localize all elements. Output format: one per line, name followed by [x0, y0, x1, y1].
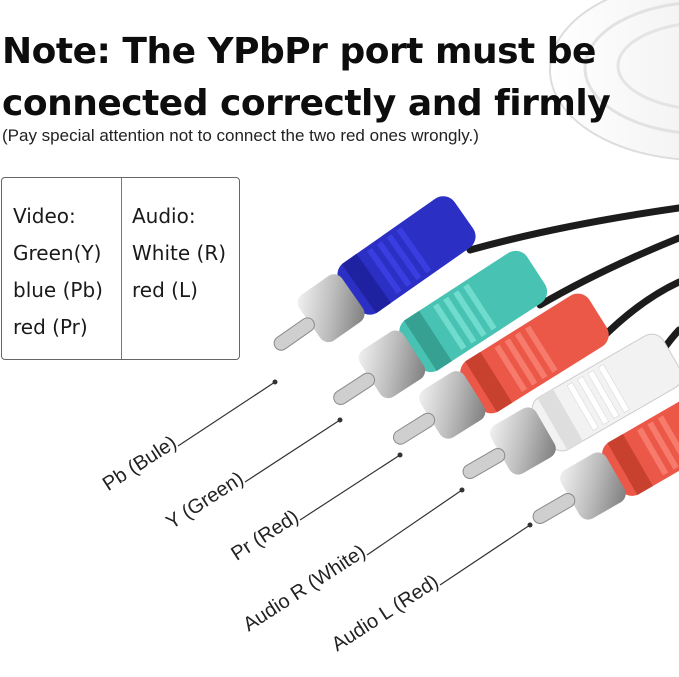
color-legend-box: Video: Green(Y) blue (Pb) red (Pr) Audio… — [1, 177, 240, 360]
callout-line-pr — [299, 454, 401, 521]
green-y-plug — [333, 250, 548, 406]
callout-lines — [177, 381, 531, 586]
callout-dots — [272, 379, 533, 528]
legend-audio-l: red (L) — [132, 278, 198, 302]
red-pr-plug — [392, 293, 609, 445]
callout-line-audio-r — [366, 489, 463, 556]
callout-label-y: Y (Green) — [162, 468, 247, 534]
white-audio-r-plug — [462, 333, 679, 479]
blue-pb-plug — [273, 196, 476, 351]
headline-line-2: connected correctly and firmly — [2, 83, 611, 124]
legend-video-pb: blue (Pb) — [13, 278, 103, 302]
headline-line-1: Note: The YPbPr port must be — [2, 31, 596, 72]
headline: Note: The YPbPr port must be connected c… — [2, 26, 677, 130]
callout-label-audio-l: Audio L (Red) — [328, 571, 443, 656]
callout-line-audio-l — [439, 524, 531, 586]
legend-video-column: Video: Green(Y) blue (Pb) red (Pr) — [13, 198, 103, 346]
callout-label-audio-r: Audio R (White) — [239, 541, 369, 636]
callout-line-y — [244, 419, 341, 483]
callout-line-pb — [177, 381, 276, 447]
legend-video-y: Green(Y) — [13, 241, 102, 265]
legend-video-heading: Video: — [13, 204, 76, 228]
legend-audio-r: White (R) — [132, 241, 227, 265]
legend-audio-column: Audio: White (R) red (L) — [132, 198, 226, 309]
red-audio-l-plug — [532, 379, 679, 524]
callout-label-pr: Pr (Red) — [227, 506, 302, 566]
legend-audio-heading: Audio: — [132, 204, 196, 228]
callout-label-pb: Pb (Bule) — [99, 432, 181, 496]
legend-divider — [121, 178, 122, 359]
coiled-cable — [549, 0, 679, 161]
subnote: (Pay special attention not to connect th… — [2, 126, 479, 145]
legend-video-pr: red (Pr) — [13, 315, 88, 339]
